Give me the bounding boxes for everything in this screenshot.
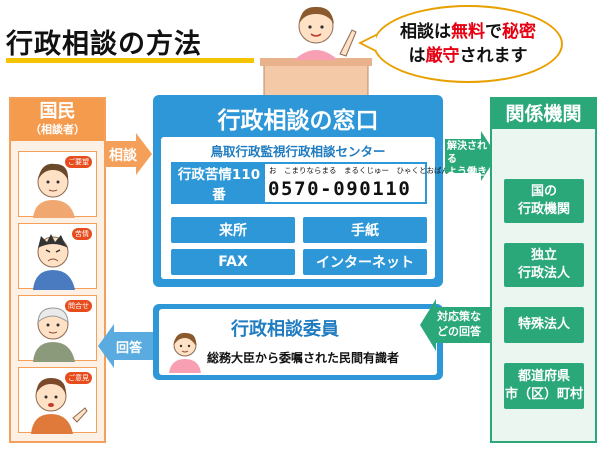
person-tag: ご要望 — [65, 156, 92, 168]
agency-local: 都道府県 市（区）町村 — [504, 363, 584, 409]
agencies-panel: 関係機関 国の 行政機関 独立 行政法人 特殊法人 都道府県 市（区）町村 — [490, 97, 597, 443]
office-inner: 鳥取行政監視行政相談センター 行政苦情110番 【全国共通番号】 お こまりなら… — [161, 137, 449, 279]
citizen-complaint: 苦情 — [18, 223, 97, 290]
citizen-request: ご要望 — [18, 151, 97, 218]
request-label-line2: よう働きかけ — [447, 167, 487, 191]
answer-arrow: 回答 — [98, 324, 154, 368]
citizen-inquiry: 問合せ — [18, 295, 97, 362]
bubble-text: は — [408, 46, 426, 66]
response-label-line2: どの回答 — [437, 325, 481, 338]
arrow-body — [106, 141, 136, 167]
arrow-head — [98, 324, 114, 368]
arrow-head — [136, 133, 152, 175]
agency-line2: 行政機関 — [517, 202, 570, 217]
agency-line1: 都道府県 — [517, 369, 570, 384]
agencies-heading: 関係機関 — [492, 99, 595, 129]
arrow-body — [114, 332, 154, 360]
response-label: 対応策な どの回答 — [437, 309, 481, 339]
agency-line1: 独立 — [530, 248, 557, 263]
committee-inner: 行政相談委員 総務大臣から委嘱された民間有識者 — [159, 309, 437, 375]
citizens-panel: 国民 （相談者） ご要望 苦情 問合せ — [9, 97, 106, 443]
person-icon — [33, 307, 75, 362]
hotline-ruby: お こまりならまる まるくじゅー ひゃくとおばん — [269, 166, 449, 175]
consult-arrow: 相談 — [106, 133, 152, 175]
agency-line1: 特殊法人 — [517, 317, 570, 332]
agency-special: 特殊法人 — [504, 307, 584, 343]
office-title: 行政相談の窓口 — [217, 108, 379, 134]
request-label-line1: 解決される — [447, 141, 487, 165]
office-center-name: 鳥取行政監視行政相談センター — [210, 144, 386, 159]
arrow-head — [420, 299, 436, 351]
agency-line2: 市（区）町村 — [504, 387, 583, 402]
agency-line2: 行政法人 — [517, 266, 570, 281]
method-internet: インターネット — [303, 249, 427, 275]
person-tag: 苦情 — [72, 228, 92, 240]
hotline-label-box: 行政苦情110番 【全国共通番号】 — [173, 164, 265, 216]
response-label-line1: 対応策な — [437, 310, 481, 323]
hotline-number: 0570-090110 — [268, 178, 412, 200]
person-icon — [33, 163, 75, 218]
bubble-tail-inner — [362, 36, 376, 50]
citizens-heading: 国民 — [39, 101, 76, 122]
presenter-illustration — [260, 6, 372, 96]
bubble-text: で — [485, 22, 502, 42]
committee-description: 総務大臣から委嘱された民間有識者 — [207, 351, 400, 365]
method-visit: 来所 — [171, 217, 295, 243]
response-arrow: 対応策な どの回答 — [420, 299, 490, 351]
bubble-line-2: は厳守されます — [409, 44, 528, 68]
hotline-sublabel: 【全国共通番号】 — [182, 206, 255, 216]
title-underline — [6, 58, 254, 63]
person-tag: 問合せ — [65, 300, 92, 312]
citizens-header: 国民 （相談者） — [11, 99, 104, 141]
arrow-body — [445, 139, 481, 173]
bubble-text: されます — [459, 46, 528, 66]
hotline-box: 行政苦情110番 【全国共通番号】 お こまりならまる まるくじゅー ひゃくとお… — [171, 162, 449, 216]
citizens-subheading: （相談者） — [30, 123, 85, 136]
page-title: 行政相談の方法 — [6, 29, 202, 60]
agency-independent: 独立 行政法人 — [504, 243, 584, 287]
method-fax: FAX — [171, 249, 295, 275]
person-icon — [31, 378, 88, 434]
arrow-body — [436, 307, 490, 343]
consultation-office: 行政相談の窓口 鳥取行政監視行政相談センター 行政苦情110番 【全国共通番号】… — [153, 95, 449, 287]
committee-person-icon — [169, 332, 201, 373]
committee-title: 行政相談委員 — [231, 319, 339, 340]
citizen-opinion: ご意見 — [18, 367, 97, 434]
person-icon — [33, 234, 75, 290]
method-letter: 手紙 — [303, 217, 427, 243]
request-label: 解決される よう働きかけ — [447, 140, 495, 192]
committee-panel: 行政相談委員 総務大臣から委嘱された民間有識者 — [153, 304, 443, 380]
answer-label: 回答 — [116, 341, 143, 356]
bubble-text: 相談は — [400, 22, 451, 42]
bubble-line-1: 相談は無料で秘密 — [400, 20, 536, 44]
bubble-text-secret: 秘密 — [502, 22, 536, 42]
bubble-text-strict: 厳守 — [425, 46, 460, 66]
bubble-text-free: 無料 — [451, 22, 485, 42]
agency-national: 国の 行政機関 — [504, 179, 584, 223]
consult-label: 相談 — [109, 148, 137, 164]
speech-bubble: 相談は無料で秘密 は厳守されます — [373, 5, 563, 83]
agency-line1: 国の — [530, 184, 557, 199]
hotline-label: 行政苦情110番 — [177, 167, 261, 203]
person-tag: ご意見 — [65, 372, 92, 384]
